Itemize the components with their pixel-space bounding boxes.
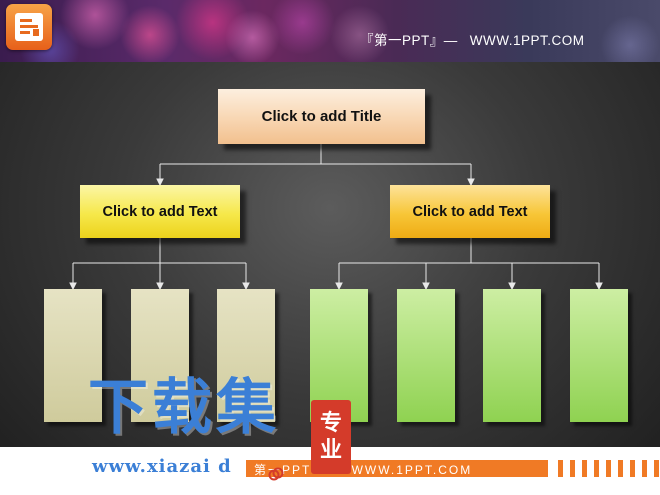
header-title: 『第一PPT』— WWW.1PPT.COM [360, 29, 585, 49]
title-box[interactable]: Click to add Title [218, 89, 425, 144]
ppt-logo-icon [6, 4, 52, 50]
leaf-box-3[interactable] [217, 289, 275, 422]
leaf-box-7[interactable] [570, 289, 628, 422]
seal-char-1: 专 [319, 409, 342, 436]
leaf-box-5[interactable] [397, 289, 455, 422]
leaf-box-2[interactable] [131, 289, 189, 422]
header-site-url: WWW.1PPT.COM [469, 33, 585, 48]
watermark-text: 下载集 [88, 373, 280, 443]
header-banner: 『第一PPT』— WWW.1PPT.COM [0, 0, 660, 62]
footer-url: 第一PPT TP://WWW.1PPT.COM [254, 463, 473, 477]
leaf-box-1[interactable] [44, 289, 102, 422]
footer-ticks [556, 460, 660, 477]
text-box-right[interactable]: Click to add Text [390, 185, 550, 238]
watermark-seal: 专 业 [311, 400, 351, 474]
leaf-box-6[interactable] [483, 289, 541, 422]
loop-icon [268, 467, 284, 481]
watermark-url: www.xiazai d [92, 456, 232, 477]
leaf-box-4[interactable] [310, 289, 368, 422]
text-box-left[interactable]: Click to add Text [80, 185, 240, 238]
header-brand: 『第一PPT』— [360, 33, 458, 48]
seal-char-2: 业 [319, 437, 342, 463]
